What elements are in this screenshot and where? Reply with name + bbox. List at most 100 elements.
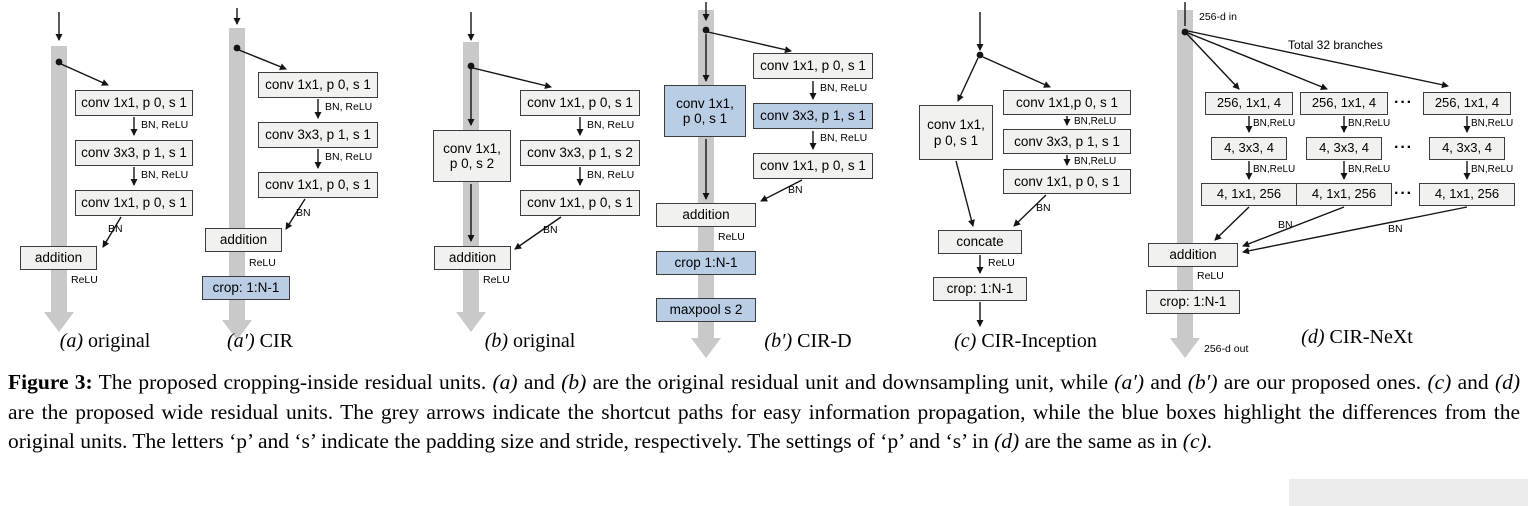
d-bn-relu-c3r2: BN,ReLU xyxy=(1471,164,1514,175)
branch-dot-c xyxy=(976,51,984,59)
c-relu-label: ReLU xyxy=(988,257,1015,269)
a2-relu-label: ReLU xyxy=(249,257,276,269)
d-col1-box1: 256, 1x1, 4 xyxy=(1205,92,1293,115)
a-conv1-box: conv 1x1, p 0, s 1 xyxy=(75,90,193,116)
b-bn-relu-label-2: BN, ReLU xyxy=(587,169,635,181)
d-bn-relu-c1r1: BN,ReLU xyxy=(1253,118,1296,129)
b2-crop-box: crop 1:N-1 xyxy=(656,251,756,275)
a2-conv3-box: conv 1x1, p 0, s 1 xyxy=(258,172,378,198)
b-conv2-box: conv 3x3, p 1, s 2 xyxy=(520,140,640,166)
c-bn-label: BN xyxy=(1036,202,1051,214)
b-conv1-box: conv 1x1, p 0, s 1 xyxy=(520,90,640,116)
d-bn-label-1: BN xyxy=(1278,219,1293,231)
d-col2-box1: 256, 1x1, 4 xyxy=(1300,92,1388,115)
shortcut-arrow-a2 xyxy=(222,28,252,340)
shortcut-arrow-a xyxy=(44,46,74,332)
b-conv3-box: conv 1x1, p 0, s 1 xyxy=(520,190,640,216)
branch-dot-b2 xyxy=(702,26,710,34)
shortcut-arrow-d xyxy=(1170,10,1200,358)
diagram-c-caption: (c) CIR-Inception xyxy=(928,330,1123,353)
b2-bn-relu-label-2: BN, ReLU xyxy=(820,132,868,144)
a-relu-label: ReLU xyxy=(71,274,98,286)
b-bn-label: BN xyxy=(543,224,558,236)
a2-bn-relu-label-2: BN, ReLU xyxy=(325,151,373,163)
b2-conv-main-box: conv 1x1, p 0, s 1 xyxy=(664,85,746,137)
diagram-a2-wires xyxy=(222,8,322,340)
a-bn-relu-label-1: BN, ReLU xyxy=(141,119,189,131)
diagram-a-caption-letter: (a) xyxy=(59,330,84,352)
b2-conv3-box: conv 1x1, p 0, s 1 xyxy=(753,153,873,179)
c-bn-relu-label-1: BN,ReLU xyxy=(1074,116,1117,127)
d-dots-row1: ··· xyxy=(1394,94,1413,111)
diagram-b2-caption: (b′) CIR-D xyxy=(728,330,888,353)
d-col1-box2: 4, 3x3, 4 xyxy=(1211,137,1287,160)
diagram-b2-caption-text: CIR-D xyxy=(792,330,852,352)
d-total-branches-label: Total 32 branches xyxy=(1288,38,1383,52)
b2-conv2-box: conv 3x3, p 1, s 1 xyxy=(753,103,873,129)
b-relu-label: ReLU xyxy=(483,274,510,286)
diagram-a2-caption-text: CIR xyxy=(254,330,294,352)
b2-maxpool-box: maxpool s 2 xyxy=(656,298,756,322)
b2-addition-box: addition xyxy=(656,203,756,227)
diagram-c-wires xyxy=(955,12,1071,327)
c-conv1-box: conv 1x1,p 0, s 1 xyxy=(1003,90,1131,115)
figure-caption-text: Figure 3: The proposed cropping-inside r… xyxy=(8,370,1521,453)
diagram-a-caption: (a) original xyxy=(30,330,180,353)
b-conv-shortcut-box: conv 1x1, p 0, s 2 xyxy=(433,130,511,182)
a2-crop-box: crop: 1:N-1 xyxy=(202,276,290,300)
d-relu-label: ReLU xyxy=(1197,270,1224,282)
d-addition-box: addition xyxy=(1148,243,1238,267)
a-bn-relu-label-2: BN, ReLU xyxy=(141,169,189,181)
d-col3-box1: 256, 1x1, 4 xyxy=(1423,92,1511,115)
d-col3-box2: 4, 3x3, 4 xyxy=(1429,137,1505,160)
c-conv3-box: conv 1x1, p 0, s 1 xyxy=(1003,169,1131,194)
d-col2-box3: 4, 1x1, 256 xyxy=(1296,183,1392,206)
c-conv-left-box: conv 1x1, p 0, s 1 xyxy=(919,105,993,160)
d-col2-box2: 4, 3x3, 4 xyxy=(1306,137,1382,160)
d-bn-relu-c2r2: BN,ReLU xyxy=(1348,164,1391,175)
c-concate-box: concate xyxy=(938,230,1022,254)
a-conv2-box: conv 3x3, p 1, s 1 xyxy=(75,140,193,166)
c-crop-box: crop: 1:N-1 xyxy=(933,277,1027,301)
diagram-b-caption-text: original xyxy=(508,330,576,352)
diagram-c-caption-letter: (c) xyxy=(954,330,977,352)
b-bn-relu-label-1: BN, ReLU xyxy=(587,119,635,131)
d-256d-out-label: 256-d out xyxy=(1204,343,1249,355)
b-addition-box: addition xyxy=(434,246,511,270)
diagram-d-caption-text: CIR-NeXt xyxy=(1324,326,1413,348)
d-256d-in-label: 256-d in xyxy=(1199,11,1237,23)
a-conv3-box: conv 1x1, p 0, s 1 xyxy=(75,190,193,216)
a2-addition-box: addition xyxy=(205,228,282,252)
diagram-c-caption-text: CIR-Inception xyxy=(976,330,1097,352)
d-bn-relu-c3r1: BN,ReLU xyxy=(1471,118,1514,129)
diagram-d-caption: (d) CIR-NeXt xyxy=(1272,326,1442,349)
branch-dot-a2 xyxy=(233,44,241,52)
c-bn-relu-label-2: BN,ReLU xyxy=(1074,156,1117,167)
d-dots-row2: ··· xyxy=(1394,139,1413,156)
branch-dot-d xyxy=(1181,28,1189,36)
a2-conv1-box: conv 1x1, p 0, s 1 xyxy=(258,72,378,98)
b2-bn-relu-label-1: BN, ReLU xyxy=(820,82,868,94)
a2-conv2-box: conv 3x3, p 1, s 1 xyxy=(258,122,378,148)
d-col3-box3: 4, 1x1, 256 xyxy=(1419,183,1515,206)
a-bn-label: BN xyxy=(108,223,123,235)
branch-dot-a xyxy=(55,58,63,66)
diagram-d-wires xyxy=(1170,2,1471,358)
d-col1-box3: 4, 1x1, 256 xyxy=(1201,183,1297,206)
diagram-b-caption: (b) original xyxy=(455,330,605,353)
diagram-a-caption-text: original xyxy=(83,330,151,352)
diagram-b-caption-letter: (b) xyxy=(484,330,509,352)
figure-caption: Figure 3: The proposed cropping-inside r… xyxy=(8,368,1520,457)
d-dots-row3: ··· xyxy=(1394,185,1413,202)
diagram-a2-caption-letter: (a′) xyxy=(226,330,255,352)
b2-conv1-box: conv 1x1, p 0, s 1 xyxy=(753,53,873,79)
diagram-a2-caption: (a′) CIR xyxy=(190,330,330,353)
a2-bn-relu-label-1: BN, ReLU xyxy=(325,101,373,113)
bottom-right-panel xyxy=(1289,479,1528,506)
d-crop-box: crop: 1:N-1 xyxy=(1146,290,1240,314)
branch-dot-b xyxy=(467,62,475,70)
diagram-d-caption-letter: (d) xyxy=(1301,326,1325,348)
d-bn-relu-c1r2: BN,ReLU xyxy=(1253,164,1296,175)
a2-bn-label: BN xyxy=(296,207,311,219)
